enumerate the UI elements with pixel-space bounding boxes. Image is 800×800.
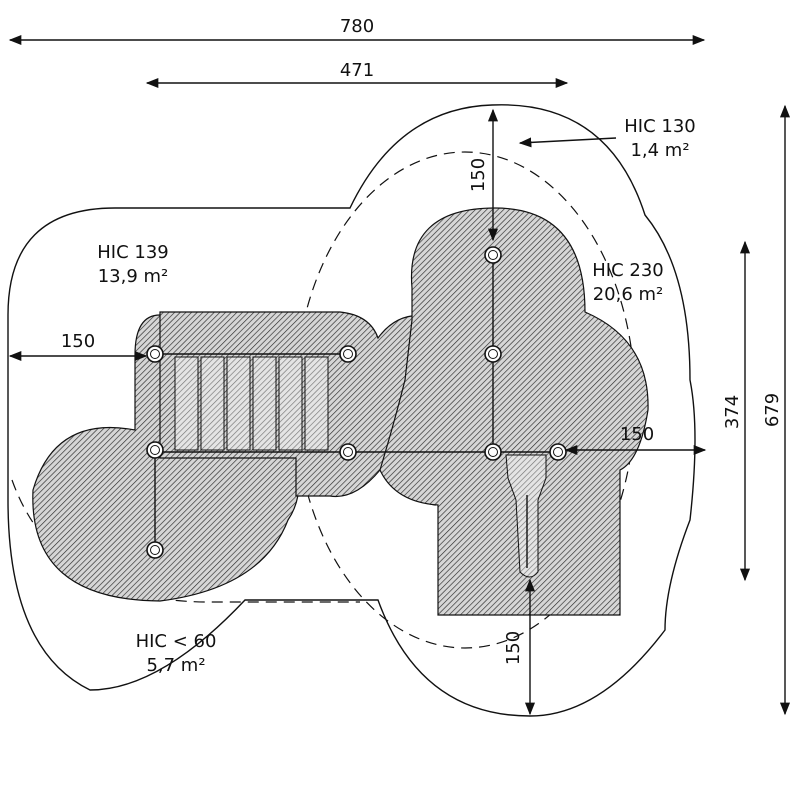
leader-line-hic-130: [518, 137, 617, 148]
panel: [304, 356, 329, 451]
play-structure: [154, 255, 558, 578]
post: [549, 443, 567, 461]
panel: [174, 356, 199, 451]
panel: [200, 356, 225, 451]
panel: [252, 356, 277, 451]
post: [484, 246, 502, 264]
zone-hic-139-area: 13,9 m²: [98, 266, 169, 287]
zone-hic-130-label: HIC 130: [624, 116, 696, 137]
zone-hic-60-label: HIC < 60: [136, 631, 217, 652]
zone-hic-230-area: 20,6 m²: [593, 284, 664, 305]
post: [484, 443, 502, 461]
dimension-label-bottom-clearance: 150: [503, 631, 524, 665]
dimension-label-deck-width: 471: [340, 60, 374, 81]
dimension-label-overall-height: 679: [762, 393, 783, 427]
fall-zone-dashed-lower-left: [11, 479, 360, 603]
panel: [226, 356, 251, 451]
post: [146, 441, 164, 459]
dimension-label-left-clearance: 150: [61, 331, 95, 352]
zone-hic-139-label: HIC 139: [97, 242, 169, 263]
panel: [278, 356, 303, 451]
dimension-label-right-clearance: 150: [620, 424, 654, 445]
dimension-label-overall-width: 780: [340, 16, 374, 37]
slide: [505, 454, 547, 578]
post: [339, 345, 357, 363]
impact-area-right: [379, 207, 649, 616]
post: [339, 443, 357, 461]
post: [146, 345, 164, 363]
post: [484, 345, 502, 363]
post: [146, 541, 164, 559]
zone-hic-230-label: HIC 230: [592, 260, 664, 281]
dimension-label-top-clearance: 150: [468, 158, 489, 192]
zone-hic-60-area: 5,7 m²: [146, 655, 205, 676]
dimension-label-inner-height: 374: [722, 395, 743, 429]
zone-hic-130-area: 1,4 m²: [630, 140, 689, 161]
